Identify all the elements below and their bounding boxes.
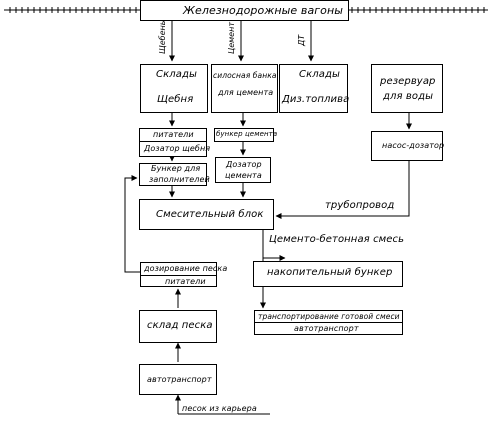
pipeline-label: трубопровод (325, 200, 395, 211)
sheben-feed-divider (139, 141, 207, 142)
quarry-sand-label: песок из карьера (182, 404, 257, 413)
water-tank-line2: для воды (383, 91, 434, 102)
sheben-feed-line1: питатели (153, 130, 194, 139)
cement-silo-line1: силосная банка (213, 71, 277, 80)
mixer-box (139, 199, 274, 230)
storage-bunker-box (253, 261, 403, 287)
cement-hopper-box (214, 128, 274, 142)
mixer-label: Смесительный блок (156, 209, 264, 220)
water-tank-box (371, 64, 443, 113)
truck-label: автотранспорт (147, 375, 212, 384)
water-tank-line1: резервуар (380, 76, 436, 87)
sand-feed-box (140, 262, 217, 287)
railway-wagons-box (140, 0, 349, 21)
sheben-feed-box (139, 128, 207, 157)
water-pump-box (371, 131, 443, 161)
water-pump-label: насос-дозатор (382, 141, 445, 150)
sand-store-label: склад песка (147, 320, 213, 331)
rail-label-fuel: ДТ (297, 34, 306, 46)
cement-silo-box (211, 64, 278, 113)
rail-ties (9, 7, 485, 13)
cement-silo-line2: для цемента (218, 88, 274, 97)
cement-doser-line1: Дозатор (226, 160, 262, 169)
fuel-store-line1: Склады (299, 69, 340, 80)
arrow-sand-to-hopper (124, 175, 140, 273)
sand-store-box (139, 310, 217, 343)
fill-hopper-line2: заполнителей (149, 175, 210, 184)
truck-box (139, 364, 217, 395)
rail-label-cement: Цемент (227, 22, 236, 54)
mix-label: Цементо-бетонная смесь (269, 234, 405, 245)
cement-doser-box (215, 157, 271, 183)
warehouse-sheben-box (140, 64, 208, 113)
sand-feed-line2: питатели (165, 277, 206, 286)
storage-bunker-label: накопительный бункер (267, 267, 393, 278)
arrow-pipeline (275, 161, 410, 219)
fill-hopper-line1: Бункер для (151, 164, 201, 173)
fuel-store-line2: Диз.топлива (282, 94, 350, 105)
fuel-store-box (279, 64, 348, 113)
warehouse-sheben-line1: Склады (156, 69, 197, 80)
sand-feed-line1: дозирование песка (144, 264, 228, 273)
cement-doser-line2: цемента (225, 171, 262, 180)
sand-feed-divider (140, 275, 217, 276)
warehouse-sheben-line2: Щебня (157, 94, 194, 105)
transport-out-line1: транспортирование готовой смеси (258, 312, 400, 321)
sheben-feed-line2: Дозатор щебня (144, 144, 211, 153)
transport-out-divider (254, 322, 403, 323)
rail-label-sheben: Щебень (158, 20, 167, 54)
cement-hopper-label: бункер цемента (216, 130, 278, 138)
transport-out-line2: автотранспорт (294, 324, 359, 333)
fill-hopper-box (139, 163, 207, 186)
railway-wagons-label: Железнодорожные вагоны (183, 4, 344, 17)
